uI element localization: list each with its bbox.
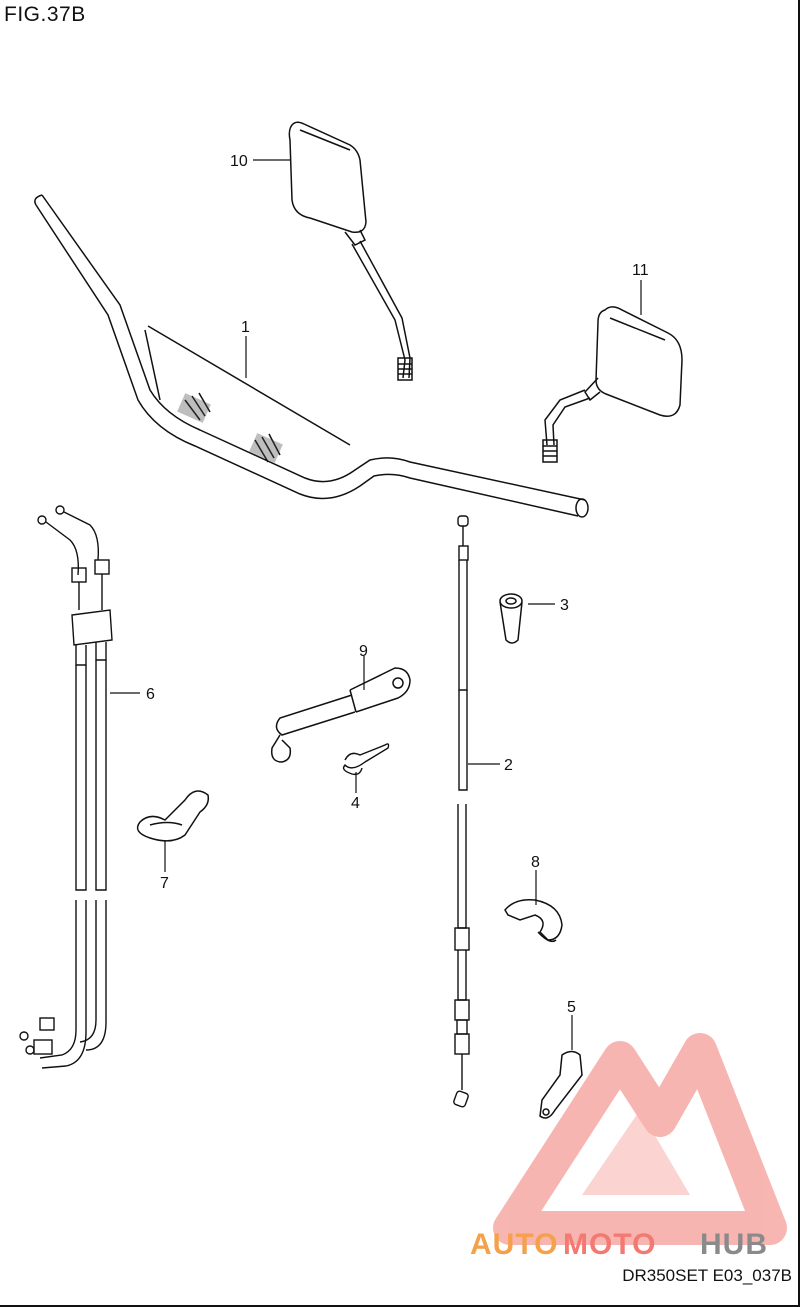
cable-boot-part [499,593,523,644]
callout-11: 11 [632,262,649,279]
callout-2: 2 [504,757,513,774]
figure-code: DR350SET E03_037B [622,1266,792,1285]
callout-7: 7 [160,875,169,892]
clamp-part [136,790,210,842]
bracket-part [270,667,411,763]
callout-4: 4 [351,795,360,812]
watermark-moto: MOTO [563,1228,656,1261]
callouts: 10 11 1 3 9 6 2 4 7 8 5 [146,153,649,1016]
clip-part [342,743,390,776]
callout-9: 9 [359,643,368,660]
callout-3: 3 [560,597,569,614]
cable-clamp-part [504,898,563,943]
callout-1: 1 [241,319,250,336]
watermark-text: AUTO MOTO HUB [470,1228,768,1261]
callout-8: 8 [531,854,540,871]
callout-5: 5 [567,999,576,1016]
clutch-cable-part [453,515,470,1108]
mirror-right-part [542,306,683,463]
watermark-auto: AUTO [470,1228,558,1261]
watermark-logo [493,1033,787,1245]
watermark-hub: HUB [700,1228,768,1261]
callout-6: 6 [146,686,155,703]
lever-bracket-part [539,1050,583,1119]
throttle-cables-part [19,505,113,1069]
callout-10: 10 [230,153,248,170]
mirror-left-part [288,121,413,381]
handlebar-part [34,194,589,518]
leader-lines [110,159,642,1050]
figure-title: FIG.37B [4,3,86,26]
